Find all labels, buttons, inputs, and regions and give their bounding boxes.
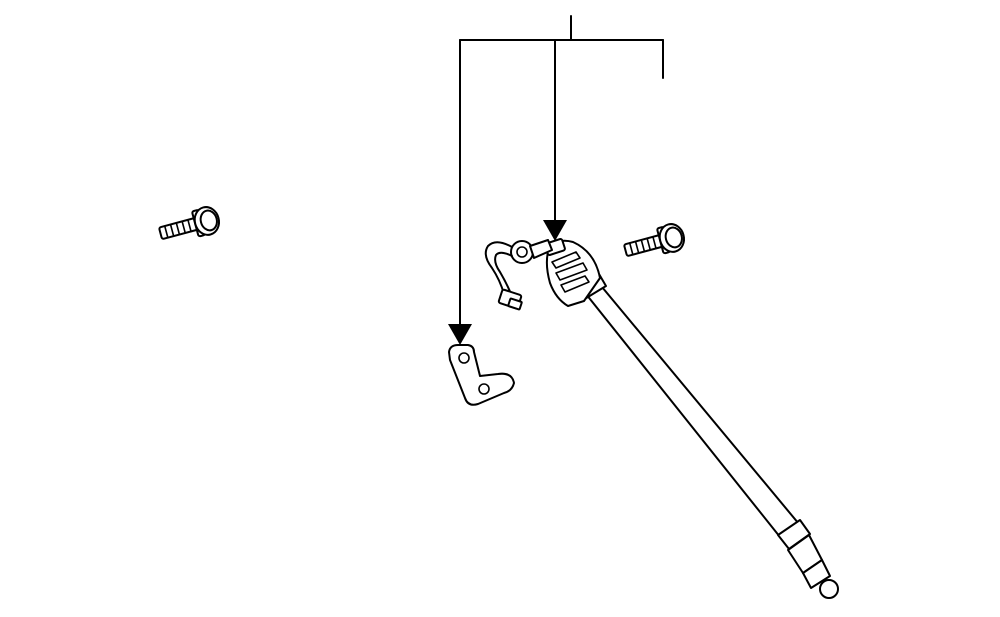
harness-grommet-outer [510,240,534,264]
strut-cylinder [581,280,800,538]
bracket-hole-top [458,352,470,364]
harness-grommet-inner [516,246,528,258]
strut-end-sleeve [777,519,811,550]
harness-grommet-stem [529,239,553,259]
strut-motor-housing [545,239,601,307]
bracket-hole-bottom [478,383,490,395]
mounting-bracket [448,344,515,406]
strut-rod-lower [802,559,831,589]
bolt-right [623,223,686,257]
wire-harness [484,239,553,311]
harness-wire-inner [494,251,513,295]
arrow-to-bracket-icon [448,324,472,345]
bracket-plate [448,344,515,406]
harness-plug-tip [507,297,523,311]
bolt-left [158,206,221,240]
strut-ball-end [819,579,839,599]
housing-detail-mid [555,262,588,281]
gas-strut [544,238,839,599]
housing-detail-bottom [560,275,590,293]
harness-wire-outer [484,241,513,295]
callout-bracket [448,15,664,345]
arrow-to-strut-icon [543,220,567,241]
housing-detail-top [551,251,581,269]
